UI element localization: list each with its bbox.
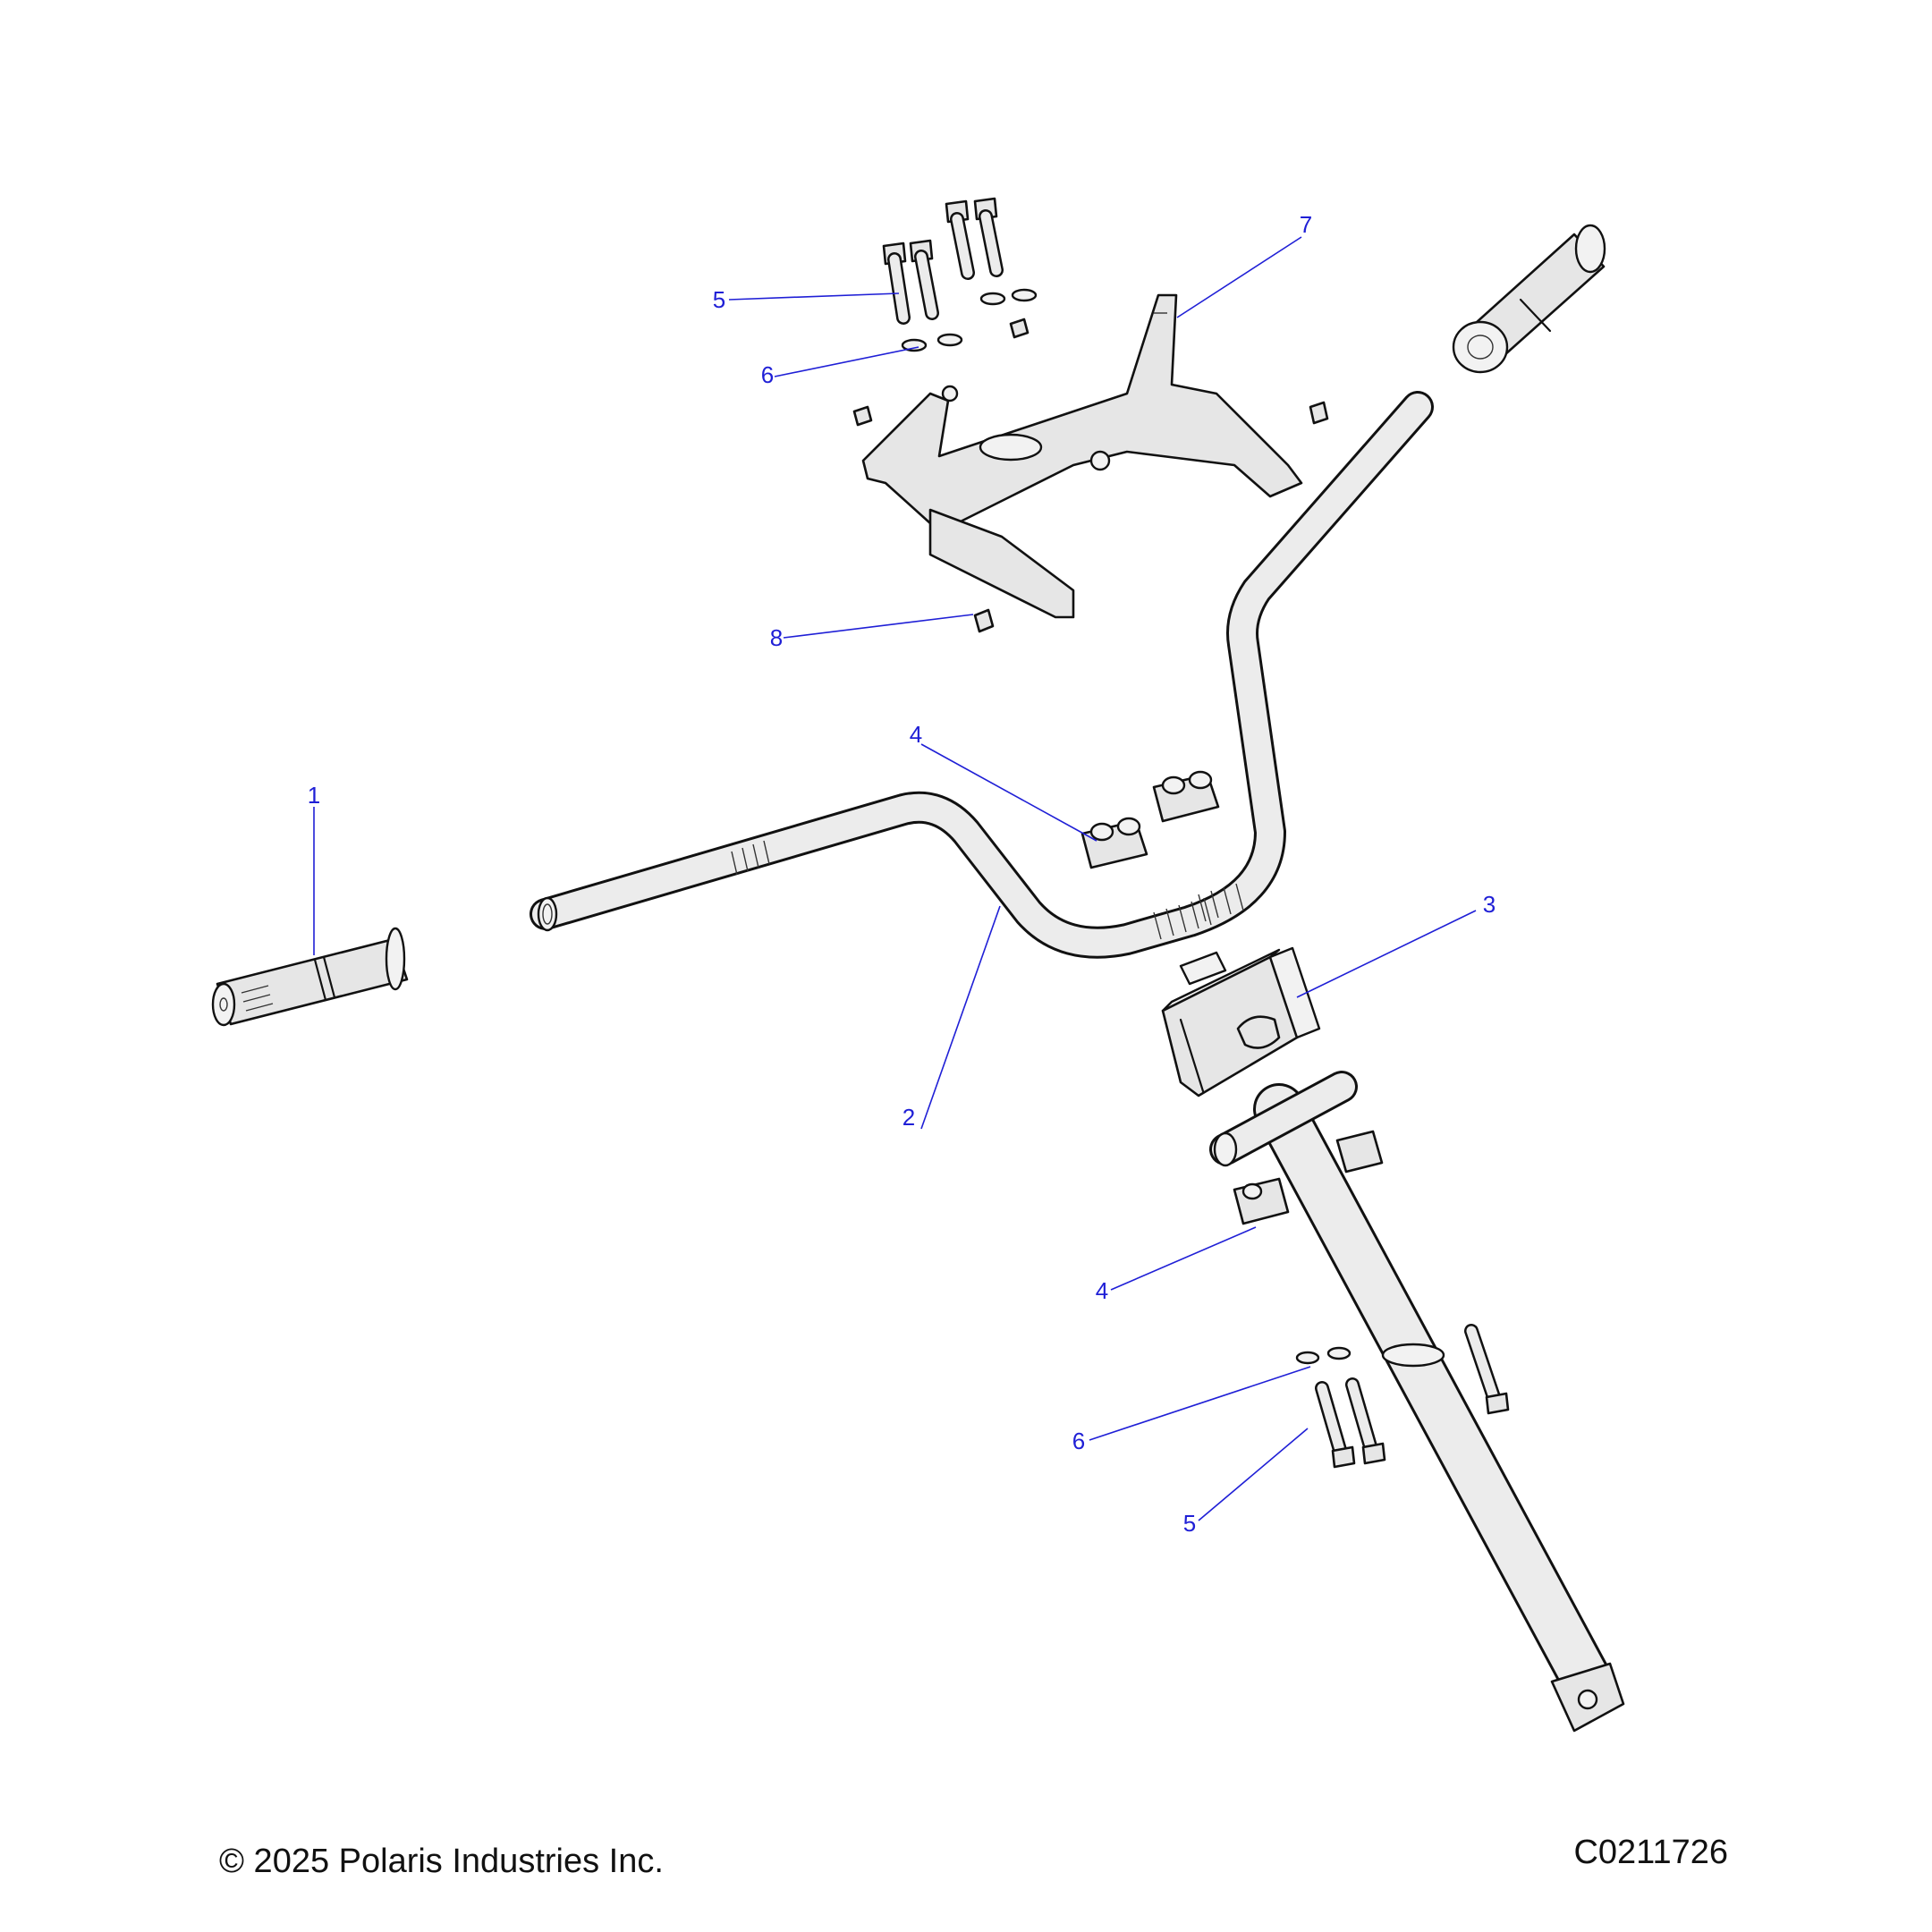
callout-leaders xyxy=(313,236,1477,1521)
clip-nuts xyxy=(852,318,1329,633)
callout-8: 8 xyxy=(770,624,783,651)
lower-clamp-caps xyxy=(1233,1130,1384,1225)
mount-bracket xyxy=(861,293,1303,619)
lower-bolts xyxy=(1315,1324,1510,1469)
upper-clamp-caps xyxy=(1080,770,1220,869)
callout-6-upper: 6 xyxy=(761,361,774,388)
clamp-block xyxy=(1161,946,1321,1097)
upper-bolts xyxy=(882,197,1004,325)
copyright-notice: © 2025 Polaris Industries Inc. xyxy=(219,1843,664,1880)
callout-4-lower: 4 xyxy=(1096,1277,1108,1304)
callout-1: 1 xyxy=(308,782,320,809)
lower-washers xyxy=(1295,1346,1352,1365)
callout-7: 7 xyxy=(1300,211,1312,238)
callout-4-upper: 4 xyxy=(910,721,922,748)
right-grip xyxy=(1452,224,1606,374)
knurled-section xyxy=(731,840,1244,940)
upper-washers xyxy=(901,288,1038,352)
steering-post xyxy=(1209,1071,1625,1733)
callout-2: 2 xyxy=(902,1104,915,1131)
callout-labels: 1 2 3 4 4 5 5 6 6 7 8 xyxy=(308,211,1496,1537)
drawing-number: C0211726 xyxy=(1573,1834,1728,1871)
callout-3: 3 xyxy=(1483,891,1496,918)
callout-5-lower: 5 xyxy=(1183,1510,1196,1537)
callout-5-upper: 5 xyxy=(713,286,725,313)
callout-6-lower: 6 xyxy=(1072,1428,1085,1454)
left-grip xyxy=(211,927,409,1027)
handlebar xyxy=(530,391,1434,959)
